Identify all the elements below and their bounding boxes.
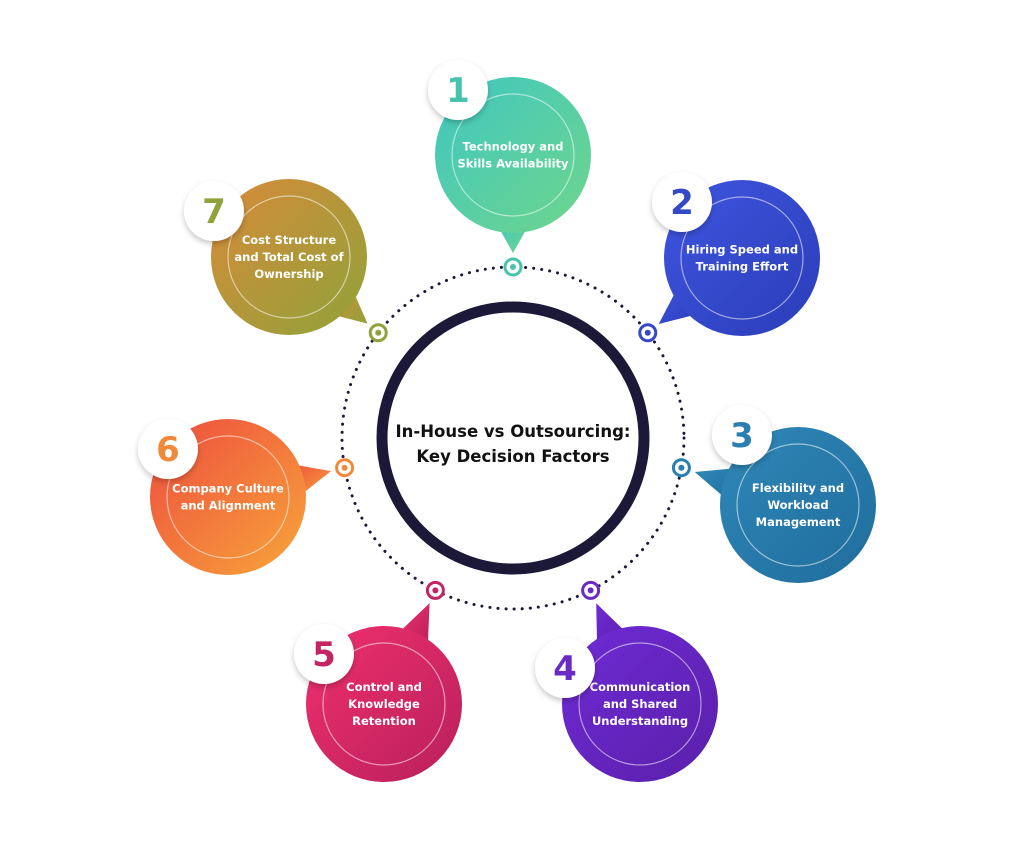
bubble-circle xyxy=(435,77,591,233)
factor-7-label-line: Cost Structure xyxy=(242,233,336,247)
factor-2-label-line: Training Effort xyxy=(696,260,789,274)
bubble-inner-ring xyxy=(736,443,860,567)
center-circle xyxy=(376,301,650,575)
ring-marker-core xyxy=(375,329,382,336)
ring-marker-core xyxy=(510,264,516,270)
factor-5-label-line: Knowledge xyxy=(348,697,420,711)
factor-4-label-line: and Shared xyxy=(603,697,677,711)
ring-marker-core xyxy=(644,329,651,336)
factor-7-label-line: Ownership xyxy=(254,267,323,281)
factor-6: Company Culture and Alignment 6 xyxy=(138,419,355,575)
number-badge xyxy=(184,181,244,241)
number-badge xyxy=(138,419,198,479)
bubble-inner-ring xyxy=(451,93,575,217)
bubble-inner-ring xyxy=(227,195,351,319)
factor-5-label-line: Retention xyxy=(352,714,416,728)
factor-6-label-line: and Alignment xyxy=(181,499,276,513)
bubble-inner-ring xyxy=(322,642,446,766)
factor-4-label-line: Understanding xyxy=(592,714,688,728)
factor-number: 3 xyxy=(730,416,754,456)
bubble-inner-ring xyxy=(578,642,702,766)
ring-marker-core xyxy=(341,464,348,471)
factor-1-label-line: Skills Availability xyxy=(457,157,569,171)
factor-number: 5 xyxy=(312,635,336,675)
center-hub: In-House vs Outsourcing: Key Decision Fa… xyxy=(376,301,650,575)
factor-6-label-line: Company Culture xyxy=(172,482,284,496)
ring-marker-core xyxy=(587,587,594,594)
ring-marker-core xyxy=(432,587,439,594)
center-title-line-1: In-House vs Outsourcing: xyxy=(396,422,631,441)
factor-4-label-line: Communication xyxy=(590,680,691,694)
bubble-circle xyxy=(562,626,718,782)
factor-7: Cost Structure and Total Cost of Ownership… xyxy=(184,179,388,343)
factor-7-label-line: and Total Cost of xyxy=(234,250,344,264)
factor-number: 2 xyxy=(670,183,694,223)
factor-2-label-line: Hiring Speed and xyxy=(686,243,798,257)
factor-3-label-line: Flexibility and xyxy=(752,481,844,495)
bubble-inner-ring xyxy=(680,196,804,320)
bubble-inner-ring xyxy=(166,435,290,559)
bubble-circle xyxy=(211,179,367,335)
number-badge xyxy=(652,172,712,232)
number-badge xyxy=(535,638,595,698)
number-badge xyxy=(294,624,354,684)
factor-3-label-line: Workload xyxy=(767,498,828,512)
ring-marker-core xyxy=(678,464,685,471)
factor-number: 6 xyxy=(156,430,180,470)
factor-1-label-line: Technology and xyxy=(463,140,564,154)
number-badge xyxy=(428,60,488,120)
dotted-ring xyxy=(340,265,686,611)
factor-5-label-line: Control and xyxy=(346,680,422,694)
dotted-ring-circle xyxy=(340,265,686,611)
factor-number: 1 xyxy=(446,71,470,111)
factor-3-label-line: Management xyxy=(756,515,841,529)
center-title-line-2: Key Decision Factors xyxy=(416,447,609,466)
factor-number: 7 xyxy=(202,192,226,232)
number-badge xyxy=(712,405,772,465)
factor-number: 4 xyxy=(553,649,577,689)
bubble-circle xyxy=(720,427,876,583)
